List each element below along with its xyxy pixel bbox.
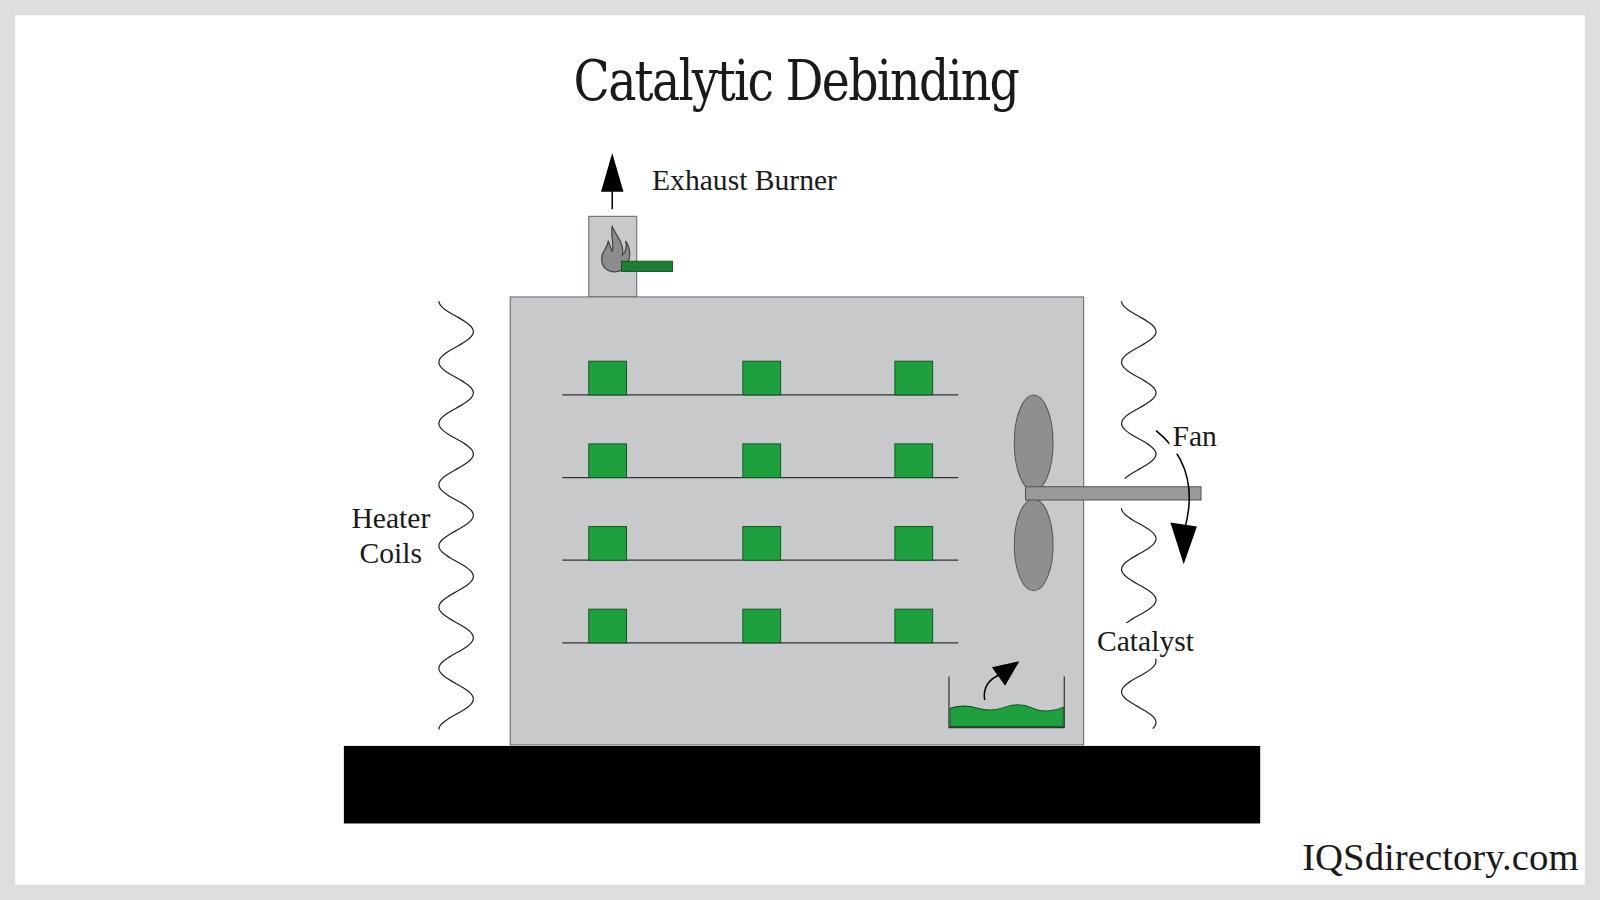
green-part: [895, 609, 933, 643]
green-part: [743, 609, 781, 643]
green-part: [895, 527, 933, 561]
shelves: [562, 361, 958, 643]
green-part: [589, 527, 627, 561]
diagram-title: Catalytic Debinding: [574, 49, 1019, 115]
heater-coil: [439, 301, 474, 730]
catalyst-tray: [949, 677, 1064, 728]
burner-nozzle: [621, 261, 672, 271]
green-part: [589, 609, 627, 643]
green-part: [743, 527, 781, 561]
green-part: [895, 361, 933, 395]
rotation-arrowhead: [1170, 522, 1197, 564]
furnace-base: [344, 746, 1260, 824]
exhaust-arrowhead: [601, 153, 623, 192]
catalyst-liquid: [950, 705, 1063, 727]
exhaust-chimney: [589, 216, 637, 297]
fan-blade: [1014, 395, 1053, 491]
part-label: Exhaust Burner: [649, 163, 840, 199]
page-ground: [15, 15, 1584, 884]
fan-blade: [1014, 499, 1053, 591]
watermark: IQSdirectory.com: [1299, 834, 1581, 881]
part-label: Fan: [1169, 418, 1220, 454]
green-part: [895, 444, 933, 478]
green-part: [589, 444, 627, 478]
heater-coil: [1121, 301, 1156, 479]
part-label: Heater Coils: [328, 500, 455, 571]
vapour-arrowhead: [992, 661, 1020, 685]
green-part: [743, 361, 781, 395]
green-part: [589, 361, 627, 395]
part-label: Catalyst: [1094, 623, 1197, 659]
fan-shaft: [1026, 487, 1202, 500]
heater-coils: [439, 301, 1156, 730]
heater-coil: [1121, 508, 1156, 728]
green-part: [743, 444, 781, 478]
furnace-chamber: [510, 297, 1083, 745]
